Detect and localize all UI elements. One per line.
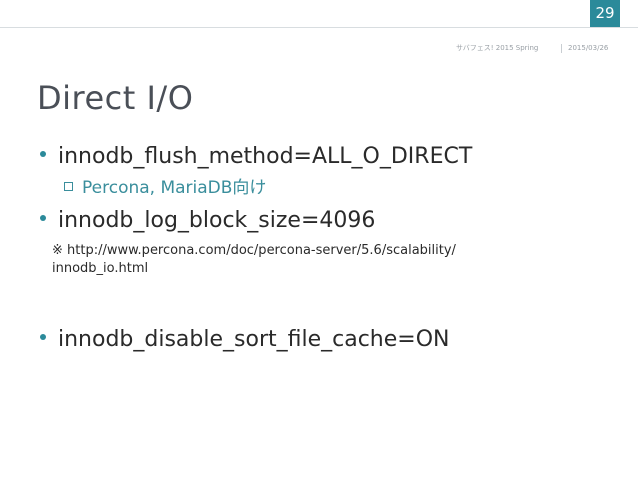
bullet-item: innodb_flush_method=ALL_O_DIRECT <box>40 143 472 171</box>
page-number: 29 <box>590 0 620 27</box>
footer-separator <box>561 44 562 53</box>
bullet-text: innodb_disable_sort_file_cache=ON <box>58 327 450 352</box>
sub-bullet-item: Percona, MariaDB向け <box>64 177 266 199</box>
sub-bullet-text: Percona, MariaDB向け <box>82 178 267 198</box>
square-bullet-icon <box>64 182 73 191</box>
reference-note-line: ※ http://www.percona.com/doc/percona-ser… <box>52 243 456 258</box>
bullet-dot-icon <box>40 215 46 221</box>
bullet-item: innodb_disable_sort_file_cache=ON <box>40 326 449 354</box>
header-rule <box>0 27 638 28</box>
bullet-text: innodb_flush_method=ALL_O_DIRECT <box>58 144 473 169</box>
reference-note: ※ http://www.percona.com/doc/percona-ser… <box>52 242 456 278</box>
reference-note-line: innodb_io.html <box>52 261 149 276</box>
footer-event: サバフェス! 2015 Spring <box>456 44 539 52</box>
bullet-item: innodb_log_block_size=4096 <box>40 207 375 235</box>
bullet-dot-icon <box>40 151 46 157</box>
slide-title: Direct I/O <box>37 79 194 117</box>
bullet-text: innodb_log_block_size=4096 <box>58 208 376 233</box>
footer-date: 2015/03/26 <box>568 44 609 52</box>
bullet-dot-icon <box>40 334 46 340</box>
